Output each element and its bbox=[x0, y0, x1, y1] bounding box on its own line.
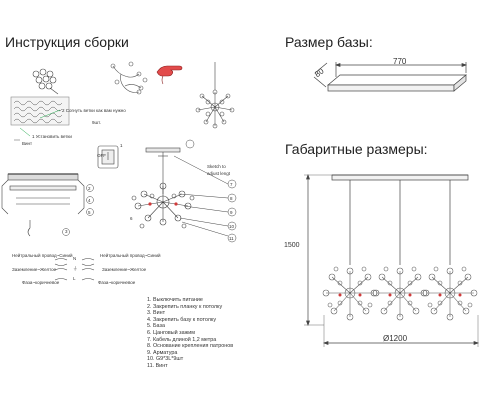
wiring-letter-l: L bbox=[73, 276, 76, 281]
wiring-phase-right: Фаза~коричневое bbox=[98, 280, 136, 285]
base-size-title: Размер базы: bbox=[285, 34, 373, 50]
off-label: OFF bbox=[97, 153, 106, 158]
count-note: 9шт. bbox=[92, 120, 101, 125]
base-size-drawing bbox=[313, 62, 467, 92]
legend-item: 9. Арматура bbox=[147, 349, 178, 356]
callout-6: 6 bbox=[130, 216, 133, 221]
base-length-label: 770 bbox=[393, 57, 407, 66]
chandelier-sketch-top bbox=[195, 62, 235, 129]
overall-dims-drawing bbox=[304, 174, 479, 347]
cluster-right bbox=[422, 266, 478, 321]
callout-5-left: 5 bbox=[88, 210, 91, 215]
hand-icon bbox=[156, 65, 183, 85]
wiring-neutral-left: Нейтральный провод~Синий bbox=[12, 253, 73, 258]
legend-item: 5. База bbox=[147, 323, 165, 330]
callout-2-left: 2 bbox=[88, 186, 91, 191]
wiring-phase-left: Фаза~коричневое bbox=[22, 280, 60, 285]
wiring-ground-right: Заземление~Желтое bbox=[102, 267, 147, 272]
legend-item: 4. Закрепить базу к потолку bbox=[147, 316, 217, 323]
sketch-note: Sketch to bbox=[207, 164, 226, 169]
callout-7: 7 bbox=[230, 182, 233, 187]
cluster-middle bbox=[372, 266, 428, 321]
callout-8: 8 bbox=[230, 196, 233, 201]
legend-item: 2. Закрепить планку к потолку bbox=[147, 303, 223, 310]
branch-bend-sketch bbox=[110, 61, 148, 95]
wiring-neutral-right: Нейтральный провод~Синий bbox=[100, 253, 161, 258]
mount-plate-illustration bbox=[1, 173, 94, 237]
legend-item: 1. Выключить питание bbox=[147, 297, 203, 303]
power-switch-illustration bbox=[97, 145, 119, 169]
legend-item: 8. Основание крепления патронов bbox=[147, 343, 234, 350]
adjust-note: adjust lengt bbox=[207, 171, 231, 176]
legend-item: 7. Кабель длиной 1,2 метра bbox=[147, 336, 217, 343]
callout-3-left: 3 bbox=[65, 229, 68, 234]
chandelier-callout-drawing bbox=[131, 139, 237, 243]
wiring-letter-n: N bbox=[73, 256, 77, 261]
branch-pack-illustration bbox=[10, 96, 70, 126]
assembly-title: Инструкция сборки bbox=[5, 34, 129, 50]
cluster-left bbox=[322, 266, 378, 321]
install-note: 1 Установить ветки bbox=[32, 134, 72, 139]
callout-4-left: 4 bbox=[88, 198, 91, 203]
wiring-letter-ground: ⏚ bbox=[73, 266, 78, 271]
callout-1-switch: 1 bbox=[120, 143, 123, 148]
callout-11: 11 bbox=[229, 236, 234, 241]
overall-height-label: 1500 bbox=[284, 242, 300, 249]
legend-item: 3. Винт bbox=[147, 310, 166, 317]
overall-dims-title: Габаритные размеры: bbox=[285, 141, 428, 157]
legend-item: 11. Винт bbox=[147, 362, 168, 369]
callout-10: 10 bbox=[229, 224, 235, 229]
ring-cluster-icon bbox=[32, 68, 59, 95]
callout-9: 9 bbox=[230, 210, 233, 215]
legend-list: 1. Выключить питание 2. Закрепить планку… bbox=[147, 297, 233, 370]
wiring-ground-left: Заземление~Желтое bbox=[12, 267, 57, 272]
legend-item: 6. Цанговый зажим bbox=[147, 329, 195, 336]
overall-diameter-label: Ø1200 bbox=[383, 334, 408, 343]
bend-note: 2 Согнуть ветки как вам нужно bbox=[62, 108, 126, 113]
legend-item: 10. G9*3L*9шт bbox=[147, 356, 184, 363]
screw-note: Винт bbox=[22, 141, 33, 146]
